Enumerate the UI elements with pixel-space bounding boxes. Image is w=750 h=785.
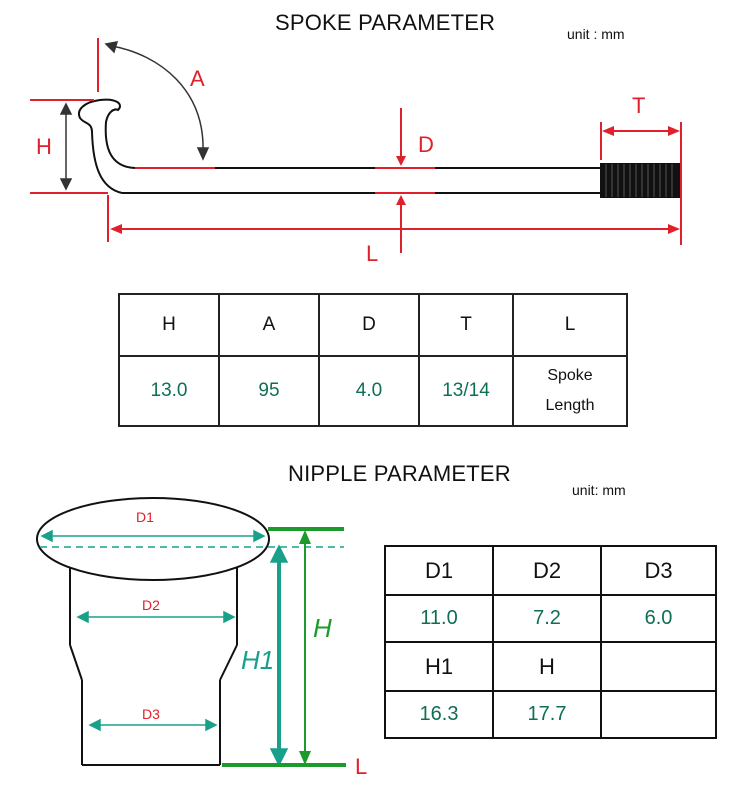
- spoke-title: SPOKE PARAMETER: [275, 10, 496, 35]
- header-H: H: [118, 293, 220, 357]
- value-T: 13/14: [418, 355, 514, 427]
- header-T: T: [418, 293, 514, 357]
- label-D3: D3: [142, 706, 160, 722]
- header-D3: D3: [600, 545, 717, 596]
- header-H1: H1: [384, 641, 494, 692]
- value-empty: [600, 690, 717, 739]
- nipple-shape: [36, 497, 270, 766]
- value-D3: 6.0: [600, 594, 717, 643]
- value-A: 95: [218, 355, 320, 427]
- spoke-thread: [600, 163, 680, 198]
- nipple-unit: unit: mm: [572, 482, 626, 498]
- spoke-unit: unit : mm: [567, 26, 625, 42]
- nipple-title: NIPPLE PARAMETER: [288, 461, 511, 486]
- label-D2: D2: [142, 597, 160, 613]
- label-D: D: [418, 132, 434, 157]
- header-A: A: [218, 293, 320, 357]
- value-D: 4.0: [318, 355, 420, 427]
- spoke-dimensions: [30, 38, 682, 253]
- header-D1: D1: [384, 545, 494, 596]
- value-H1: 16.3: [384, 690, 494, 739]
- label-H-nipple: H: [313, 613, 332, 643]
- header-D2: D2: [492, 545, 602, 596]
- length-note-line2: Length: [545, 397, 595, 414]
- value-H: 17.7: [492, 690, 602, 739]
- label-D1: D1: [136, 509, 154, 525]
- label-H1: H1: [241, 645, 275, 675]
- label-T: T: [632, 93, 646, 118]
- value-D2: 7.2: [492, 594, 602, 643]
- value-H: 13.0: [118, 355, 220, 427]
- header-L: L: [512, 293, 628, 357]
- header-H: H: [492, 641, 602, 692]
- value-D1: 11.0: [384, 594, 494, 643]
- header-D: D: [318, 293, 420, 357]
- spoke-parameter-table: H A D T L 13.0 95 4.0 13/14 Spoke Length: [118, 293, 628, 427]
- label-L: L: [366, 241, 379, 266]
- label-L-nipple: L: [355, 754, 368, 779]
- header-empty: [600, 641, 717, 692]
- nipple-parameter-table: D1 D2 D3 11.0 7.2 6.0 H1 H 16.3 17.7: [384, 545, 717, 739]
- label-A: A: [190, 66, 205, 91]
- value-L: Spoke Length: [512, 355, 628, 427]
- length-note-line1: Spoke: [547, 367, 593, 384]
- label-H: H: [36, 134, 52, 159]
